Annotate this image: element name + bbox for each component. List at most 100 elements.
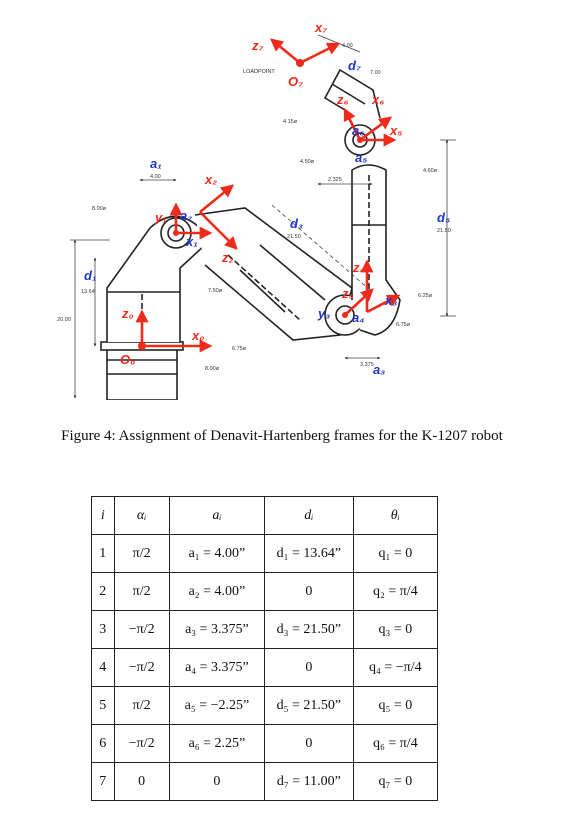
z7-label: z₇ [251,38,264,53]
dimension-lines [70,34,456,399]
frame-origins [138,59,363,350]
x5-label: x₅ [389,123,402,138]
dim-6-75-dia-lower: 6.75ø [232,346,247,352]
dim-3-375: 3.375 [360,362,374,368]
cell-i: 6 [91,724,115,763]
cell-d: 0 [264,724,354,763]
z2-axis [199,211,238,250]
table-header-row: i αᵢ aᵢ dᵢ θᵢ [91,496,439,535]
table-row: 1 π/2 a₁ = 4.00” d₁ = 13.64” q₁ = 0 [91,534,439,573]
cell-alpha: −π/2 [113,724,170,763]
d1-label: d₁ [84,268,97,283]
dim-4-00-top: 4.00 [342,43,353,49]
o1-point [173,230,179,236]
dim-4-50-dia: 4.50ø [300,159,315,165]
cell-alpha: π/2 [113,686,170,725]
a2-label: a₂ [180,208,192,223]
cell-d: d₇ = 11.00” [264,762,354,801]
cell-a: a₅ = −2.25” [168,686,266,725]
o0-label: O₀ [120,352,135,367]
cell-a: 0 [168,762,266,801]
cell-theta: q₇ = 0 [352,762,439,801]
a3-label: a₃ [373,362,385,377]
z7-axis [269,38,301,65]
z5-label: z₅ [341,286,354,301]
header-a: aᵢ [168,496,266,535]
o4-point [342,312,348,318]
dim-21-50-mid: 21.50 [287,234,301,240]
cell-theta: q₄ = −π/4 [352,648,439,687]
cell-d: d₁ = 13.64” [264,534,354,573]
cell-i: 1 [91,534,115,573]
frame-axes [135,38,401,353]
cell-a: a₄ = 3.375” [168,648,266,687]
cell-theta: q₆ = π/4 [352,724,439,763]
dim-20-00: 20.00 [57,317,71,323]
a5-label: a₅ [355,150,367,165]
o0-point [138,342,146,350]
y1-label: y₁ [154,210,167,225]
table-row: 6 −π/2 a₆ = 2.25” 0 q₆ = π/4 [91,724,439,763]
cell-d: d₃ = 21.50” [264,610,354,649]
cell-i: 7 [91,762,115,801]
cell-d: d₅ = 21.50” [264,686,354,725]
a1-label: a₁ [150,156,162,171]
x7-axis [299,42,341,65]
z6-axis [343,107,362,141]
table-row: 7 0 0 d₇ = 11.00” q₇ = 0 [91,762,439,801]
cell-i: 3 [91,610,115,649]
z4-label: z₄ [352,260,365,275]
table-row: 2 π/2 a₂ = 4.00” 0 q₂ = π/4 [91,572,439,611]
cell-a: a₆ = 2.25” [168,724,266,763]
dh-parameter-table: i αᵢ aᵢ dᵢ θᵢ 1 π/2 a₁ = 4.00” d₁ = 13.6… [91,496,439,801]
x3-label: x₃ [384,293,397,308]
header-alpha: αᵢ [113,496,170,535]
x2-axis [199,184,235,214]
x6-axis [359,116,393,142]
dim-7-50-dia: 7.50ø [208,288,223,294]
x2-label: x₂ [204,172,217,187]
dim-a1-4-00: 4.00 [150,174,161,180]
wrist-link [323,68,381,119]
cell-a: a₂ = 4.00” [168,572,266,611]
cell-alpha: −π/2 [113,610,170,649]
z2-label: z₂ [221,250,234,265]
d5-label: d₅ [437,210,450,225]
x3-axis [344,288,374,316]
o7-point [296,59,304,67]
cell-d: 0 [264,648,354,687]
dim-6-25-dia: 6.25ø [418,293,433,299]
a6-label: a₆ [352,123,364,138]
x0-label: x₀ [191,328,204,343]
base-cylinder [106,343,178,400]
cell-alpha: 0 [113,762,170,801]
dim-6-75-dia: 6.75ø [396,322,411,328]
header-d: dᵢ [264,496,354,535]
a4-label: a₄ [352,310,364,325]
x1-label: x₁ [185,234,198,249]
cell-i: 2 [91,572,115,611]
figure-caption: Figure 4: Assignment of Denavit-Hartenbe… [61,428,503,444]
dim-13-64: 13.64 [81,289,95,295]
table-row: 5 π/2 a₅ = −2.25” d₅ = 21.50” q₅ = 0 [91,686,439,725]
robot-frame-diagram: O₇ O₀ x₇ z₇ d₇ z₆ x₆ a₆ x₅ a₅ d₅ a₁ y₁ a… [57,20,456,400]
cell-i: 4 [91,648,115,687]
dim-4-15-dia: 4.15ø [283,119,298,125]
cell-a: a₃ = 3.375” [168,610,266,649]
d3-label: d₃ [290,216,303,231]
cell-theta: q₅ = 0 [352,686,439,725]
cell-theta: q₂ = π/4 [352,572,439,611]
dim-2-325: 2.325 [328,177,342,183]
cell-d: 0 [264,572,354,611]
cell-alpha: π/2 [113,534,170,573]
d7-label: d₇ [348,58,361,73]
table-row: 3 −π/2 a₃ = 3.375” d₃ = 21.50” q₃ = 0 [91,610,439,649]
header-i: i [91,496,115,535]
z0-label: z₀ [121,306,134,321]
robot-body [100,68,401,400]
x6-label: x₆ [371,92,384,107]
dim-8-00-dia-left: 8.00ø [92,206,107,212]
cell-alpha: −π/2 [113,648,170,687]
o7-label: O₇ [288,74,303,89]
dim-21-50-right: 21.50 [437,228,451,234]
